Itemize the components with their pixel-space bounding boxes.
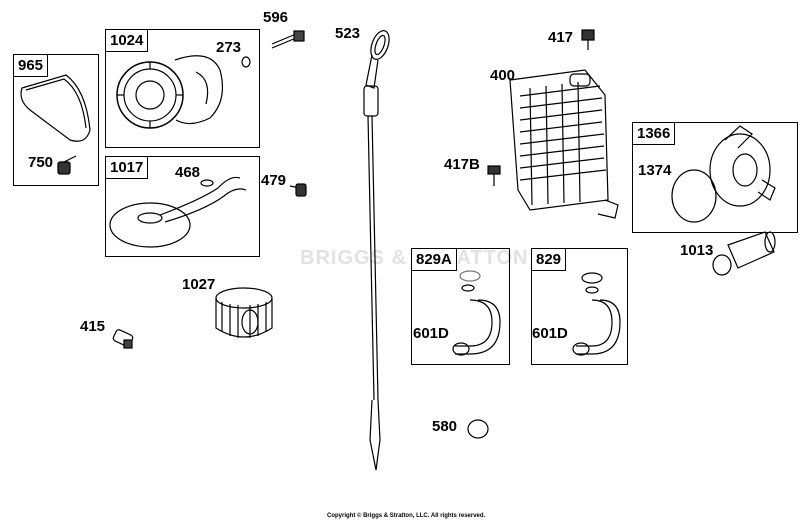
fitting-1013-drawing xyxy=(712,231,776,276)
panel-829 xyxy=(531,248,628,365)
oring-1374-drawing xyxy=(671,169,717,223)
label-523: 523 xyxy=(335,25,361,42)
label-829: 829 xyxy=(531,248,567,271)
label-417b: 417B xyxy=(444,156,480,173)
label-965: 965 xyxy=(13,54,49,77)
hose-829a-drawing xyxy=(452,270,501,356)
bolt-596-drawing xyxy=(271,30,305,49)
screw-417-drawing xyxy=(581,29,595,50)
panel-1024 xyxy=(105,29,260,148)
label-580: 580 xyxy=(432,418,458,435)
label-468: 468 xyxy=(175,164,201,181)
label-1013: 1013 xyxy=(680,242,714,259)
oring-273-drawing xyxy=(241,56,251,68)
screw-417b-drawing xyxy=(487,165,501,186)
panel-1017 xyxy=(105,156,260,257)
screw-750-drawing xyxy=(57,155,77,175)
label-273: 273 xyxy=(216,39,242,56)
gasket-965-drawing xyxy=(20,74,91,142)
label-601d-b: 601D xyxy=(532,325,568,342)
hose-829-drawing xyxy=(572,272,621,356)
plug-415-drawing xyxy=(112,329,134,349)
pickup-1017-drawing xyxy=(109,176,247,248)
label-479: 479 xyxy=(261,172,287,189)
label-400: 400 xyxy=(490,67,516,84)
adapter-1366-drawing xyxy=(709,125,776,207)
label-750: 750 xyxy=(28,154,54,171)
label-829a: 829A xyxy=(411,248,457,271)
oil-pump-1024-drawing xyxy=(116,55,223,129)
screw-479-drawing xyxy=(289,183,307,197)
copyright-text: Copyright © Briggs & Stratton, LLC. All … xyxy=(327,513,486,519)
label-1366: 1366 xyxy=(632,122,676,145)
label-1374: 1374 xyxy=(638,162,672,179)
label-1027: 1027 xyxy=(182,276,216,293)
oring-580-drawing xyxy=(467,419,489,439)
panel-829a xyxy=(411,248,510,365)
label-417: 417 xyxy=(548,29,574,46)
oil-cooler-400-drawing xyxy=(509,69,619,219)
label-596: 596 xyxy=(263,9,289,26)
oring-468-drawing xyxy=(200,179,214,187)
panel-965 xyxy=(13,54,99,186)
label-1024: 1024 xyxy=(105,29,149,52)
label-1017: 1017 xyxy=(105,156,149,179)
label-415: 415 xyxy=(80,318,106,335)
oil-filter-1027-drawing xyxy=(215,287,273,338)
dipstick-523-drawing xyxy=(363,30,390,471)
panel-1366 xyxy=(632,122,798,233)
label-601d-a: 601D xyxy=(413,325,449,342)
